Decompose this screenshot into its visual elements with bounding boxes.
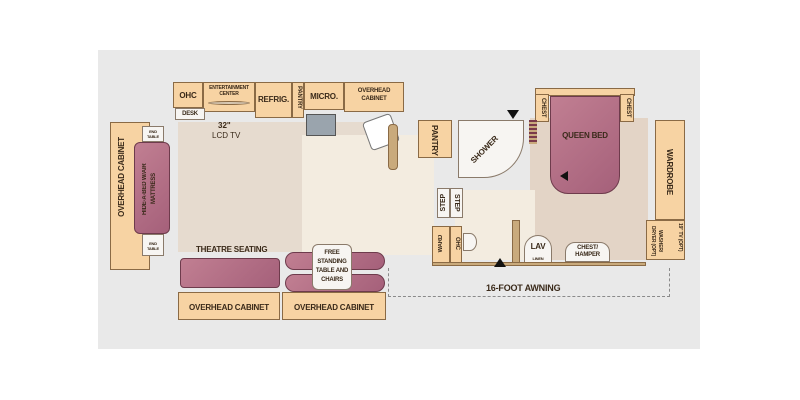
- tv-screen: [208, 101, 250, 105]
- step-1-label: STEP: [440, 194, 447, 212]
- headboard-cabinet: [535, 88, 635, 96]
- theatre-seating-label: THEATRE SEATING: [196, 245, 268, 254]
- overhead-cabinet-bottom-2: OVERHEAD CABINET: [282, 292, 386, 320]
- queen-bed: QUEEN BED: [550, 96, 620, 194]
- end-table-bottom-label: END TABLE: [146, 241, 160, 251]
- free-standing-table: FREE STANDING TABLE AND CHAIRS: [312, 244, 352, 290]
- chest-right: CHEST: [620, 94, 634, 122]
- hide-a-bed-label: HIDE-A-BED W/AIR MATTRESS: [142, 163, 157, 215]
- hide-a-bed: HIDE-A-BED W/AIR MATTRESS: [134, 142, 170, 234]
- washer-dryer: WASHER/ DRYER (OPT) 19" TV (OPT): [646, 220, 685, 260]
- free-standing-label: FREE STANDING TABLE AND CHAIRS: [315, 250, 349, 283]
- pantry: PANTRY: [418, 120, 452, 158]
- refrigerator: REFRIG.: [255, 82, 292, 118]
- overhead-cabinet-kitchen: OVERHEAD CABINET: [344, 82, 404, 112]
- ward: WARD: [432, 226, 450, 264]
- lav-sub-label: LINEN: [532, 256, 544, 261]
- ohc-label: OHC: [179, 91, 197, 100]
- end-table-top: END TABLE: [142, 126, 164, 142]
- pantry-label: PANTRY: [430, 125, 439, 156]
- desk-label: DESK: [182, 111, 198, 117]
- overhead-cabinet-bottom-1: OVERHEAD CABINET: [178, 292, 280, 320]
- entertainment-center-label: ENTERTAINMENT CENTER: [209, 85, 249, 97]
- toilet: [463, 233, 477, 251]
- end-table-bottom: END TABLE: [142, 234, 164, 256]
- chest-left: CHEST: [535, 94, 549, 122]
- washer-dryer-label: WASHER/ DRYER (OPT): [650, 225, 663, 257]
- ward-label: WARD: [438, 235, 444, 253]
- ohc-cabinet: OHC: [173, 82, 203, 108]
- overhead-cabinet-bottom-2-label: OVERHEAD CABINET: [294, 303, 374, 312]
- theatre-seating: [180, 258, 280, 288]
- lcd-tv-label: LCD TV: [212, 131, 241, 140]
- kitchen-counter: [388, 124, 398, 170]
- closet-rod: [529, 120, 537, 144]
- awning-label: 16-FOOT AWNING: [486, 283, 561, 293]
- bath-partition: [512, 220, 520, 264]
- end-table-top-label: END TABLE: [146, 129, 160, 139]
- entry-marker-bottom: [494, 258, 506, 267]
- chest-hamper: CHEST/ HAMPER: [565, 242, 610, 262]
- refrig-label: REFRIG.: [257, 95, 290, 104]
- overhead-cabinet-kitchen-label: OVERHEAD CABINET: [357, 88, 391, 102]
- shower-label: SHOWER: [468, 134, 500, 165]
- step-2: STEP: [450, 188, 463, 218]
- microwave: MICRO.: [304, 82, 344, 110]
- pantry-small-label: PANTRY: [296, 86, 302, 109]
- step-1: STEP: [437, 188, 450, 218]
- stove: [306, 114, 336, 136]
- step-2-label: STEP: [453, 194, 460, 212]
- wardrobe: WARDROBE: [655, 120, 685, 220]
- wardrobe-label: WARDROBE: [665, 149, 674, 195]
- entry-marker-top: [507, 110, 519, 119]
- entertainment-center: ENTERTAINMENT CENTER: [203, 82, 255, 112]
- lcd-tv-size: 32": [218, 121, 231, 130]
- chest-right-label: CHEST: [625, 98, 631, 118]
- chest-hamper-label: CHEST/ HAMPER: [575, 245, 600, 258]
- chest-left-label: CHEST: [540, 98, 546, 118]
- micro-label: MICRO.: [310, 92, 338, 101]
- lav-label: LAV: [530, 242, 546, 251]
- bed-arrow-icon: [560, 171, 568, 181]
- tv-opt-label: 19" TV (OPT): [677, 223, 683, 252]
- bath-bottom-wall: [432, 262, 646, 266]
- desk: DESK: [175, 108, 205, 120]
- pantry-small: PANTRY: [292, 82, 304, 118]
- queen-bed-label: QUEEN BED: [562, 131, 608, 140]
- lav: LAV LINEN: [524, 235, 552, 263]
- overhead-cabinet-left-label: OVERHEAD CABINET: [117, 137, 126, 217]
- kitchen-floor: [302, 135, 434, 255]
- ohc-bath: OHC: [450, 226, 462, 264]
- overhead-cabinet-bottom-1-label: OVERHEAD CABINET: [189, 303, 269, 312]
- ohc-bath-label: OHC: [454, 237, 460, 250]
- awning-outline: [388, 268, 670, 297]
